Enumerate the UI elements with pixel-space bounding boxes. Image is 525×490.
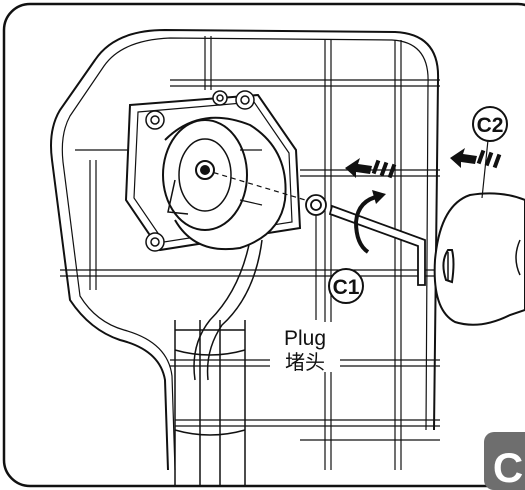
plug-label-zh: 堵头 <box>285 351 325 374</box>
motor-housing <box>162 116 287 251</box>
motor-cable-2 <box>206 239 263 381</box>
push-arrow-c1-icon <box>345 158 397 179</box>
callout-c2-label: C2 <box>477 114 504 137</box>
door-panel-outline-inner <box>61 37 429 471</box>
callout-c1: C1 <box>328 268 364 304</box>
c2-leader-line <box>481 139 489 199</box>
door-panel-outline <box>50 29 440 471</box>
push-arrow-c2-icon <box>450 148 502 169</box>
hex-key <box>328 204 426 286</box>
motor-cable <box>193 239 251 381</box>
plug-label-en: Plug <box>284 327 326 350</box>
vertical-post <box>174 320 246 485</box>
plug-label-bg <box>270 322 340 372</box>
callout-c2: C2 <box>472 106 508 142</box>
mounting-bolts <box>145 90 255 252</box>
cover-cap <box>433 192 525 326</box>
rotation-arrow-head <box>372 190 386 204</box>
plug <box>305 194 327 216</box>
callout-c1-label: C1 <box>333 276 360 299</box>
alignment-dashed-line <box>204 169 313 203</box>
step-badge: C <box>484 432 525 490</box>
step-badge-label: C <box>493 444 523 490</box>
rotation-arrow-icon <box>353 194 381 254</box>
